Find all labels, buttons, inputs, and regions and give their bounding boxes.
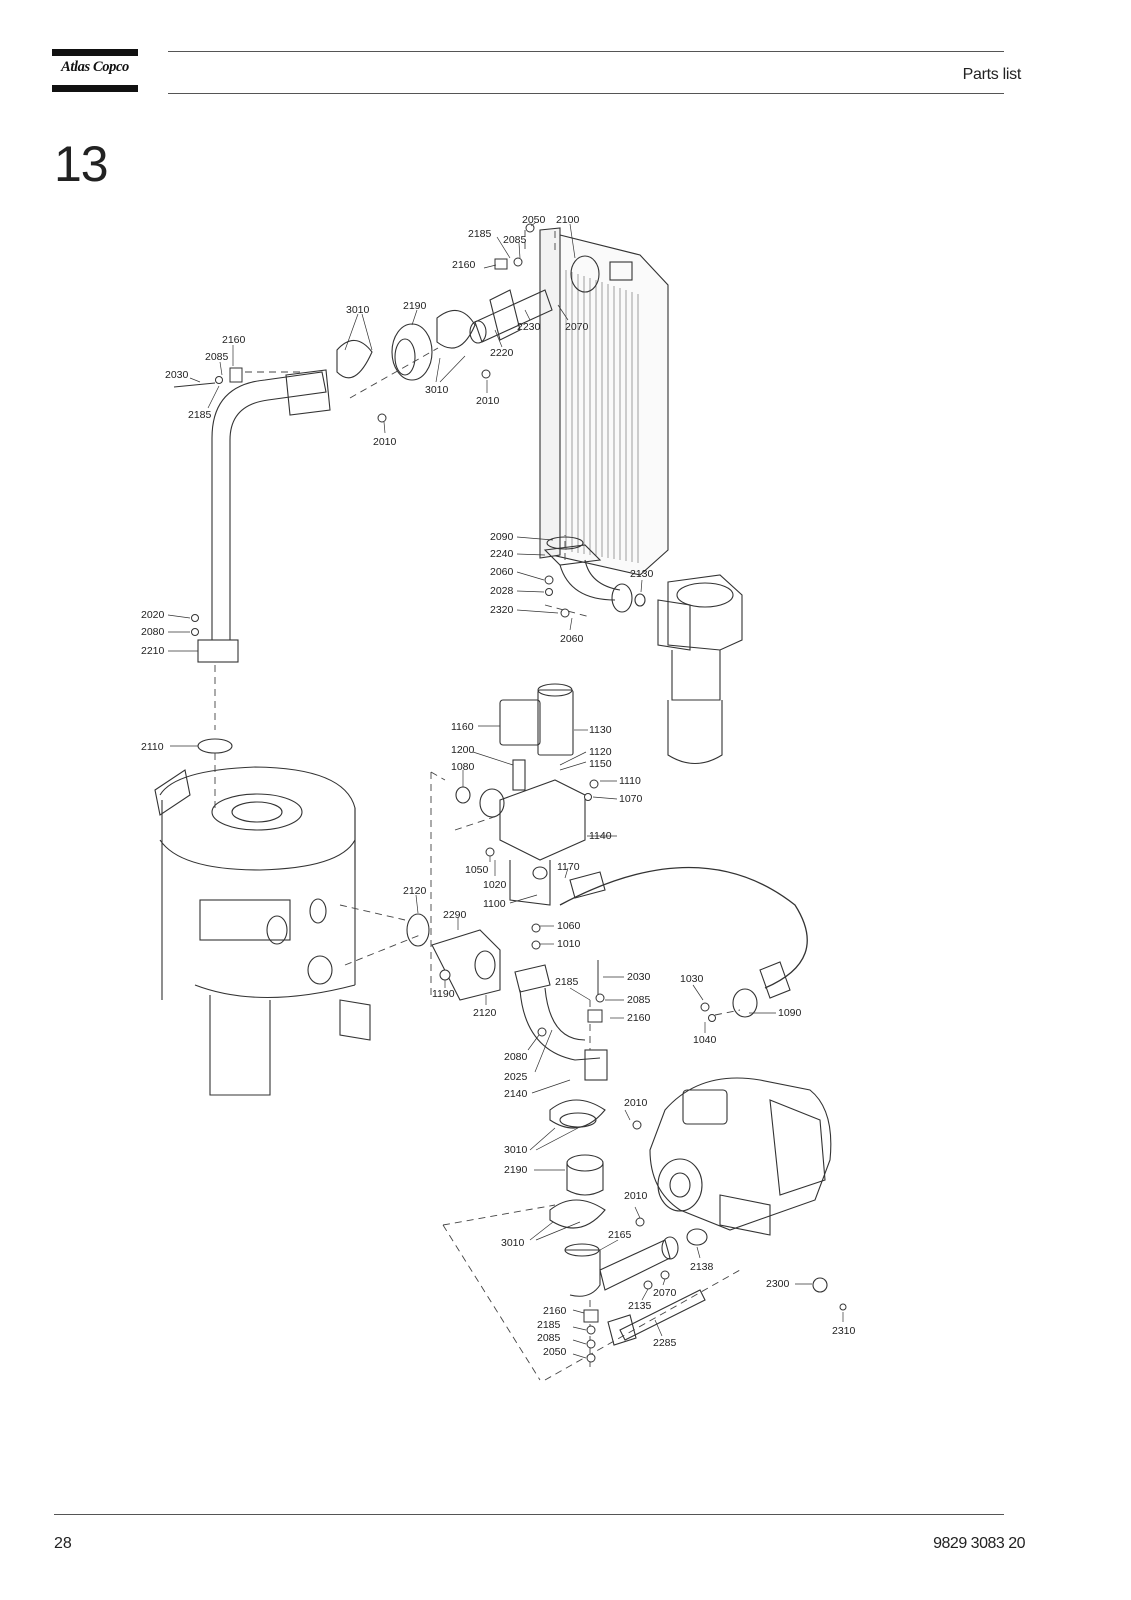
part-label: 2030 [627, 971, 651, 983]
part-label: 1160 [451, 721, 474, 733]
part-label: 2310 [832, 1325, 856, 1337]
part-label: 2025 [504, 1071, 528, 1083]
part-label: 2120 [403, 885, 427, 897]
part-label: 2185 [188, 409, 212, 421]
part-label: 2160 [222, 334, 246, 346]
part-label: 2050 [522, 214, 546, 226]
part-label: 2190 [504, 1164, 528, 1176]
part-label: 2300 [766, 1278, 790, 1290]
part-label: 2135 [628, 1300, 652, 1312]
part-label: 2100 [556, 214, 580, 226]
part-label: 1010 [557, 938, 581, 950]
part-label: 2160 [543, 1305, 567, 1317]
part-label: 2160 [627, 1012, 651, 1024]
part-label: 2185 [555, 976, 579, 988]
header-title: Parts list [962, 66, 1022, 83]
part-label: 1110 [619, 775, 641, 787]
part-label: 2285 [653, 1337, 677, 1349]
part-label: 2085 [503, 234, 527, 246]
part-label: 2210 [141, 645, 165, 657]
part-label: 1100 [483, 898, 506, 910]
part-label: 2085 [627, 994, 651, 1006]
part-label: 2230 [517, 321, 541, 333]
header-rule-bottom [168, 93, 1004, 94]
logo-top-bar [52, 49, 138, 56]
part-label: 1020 [483, 879, 507, 891]
part-label: 2010 [624, 1190, 648, 1202]
part-label: 2060 [560, 633, 584, 645]
part-label: 2140 [504, 1088, 528, 1100]
section-number: 13 [54, 136, 109, 192]
page-number: 28 [54, 1535, 72, 1552]
part-label: 1030 [680, 973, 704, 985]
part-label: 2160 [452, 259, 476, 271]
part-label: 2185 [468, 228, 492, 240]
document-number: 9829 3083 20 [933, 1535, 1025, 1552]
part-label: 2070 [653, 1287, 677, 1299]
part-label: 2050 [543, 1346, 567, 1358]
part-label: 3010 [501, 1237, 525, 1249]
part-label: 1140 [589, 830, 612, 842]
part-label: 2220 [490, 347, 514, 359]
part-label: 1090 [778, 1007, 802, 1019]
part-label: 3010 [504, 1144, 528, 1156]
part-label: 2028 [490, 585, 514, 597]
part-label: 2010 [476, 395, 500, 407]
atlas-copco-logo: Atlas Copco [52, 49, 138, 93]
part-label: 2190 [403, 300, 427, 312]
part-label: 2085 [537, 1332, 561, 1344]
part-label: 1070 [619, 793, 643, 805]
part-label: 2020 [141, 609, 165, 621]
part-label: 2120 [473, 1007, 497, 1019]
part-label: 2010 [624, 1097, 648, 1109]
part-label: 2080 [141, 626, 165, 638]
part-label: 2130 [630, 568, 654, 580]
part-label: 2290 [443, 909, 467, 921]
part-label: 3010 [425, 384, 449, 396]
part-label: 2320 [490, 604, 514, 616]
part-label: 1190 [432, 988, 455, 1000]
part-label: 1170 [557, 861, 580, 873]
footer-rule [54, 1514, 1004, 1515]
logo-bottom-bar [52, 85, 138, 92]
part-label: 2080 [504, 1051, 528, 1063]
logo-wordmark: Atlas Copco [61, 59, 129, 75]
part-label: 2240 [490, 548, 514, 560]
part-label: 1120 [589, 746, 612, 758]
part-label: 2110 [141, 741, 164, 753]
part-label: 1130 [589, 724, 612, 736]
header-rule-top [168, 51, 1004, 52]
part-label: 2138 [690, 1261, 714, 1273]
part-label: 2030 [165, 369, 189, 381]
part-label: 2010 [373, 436, 397, 448]
part-label: 1050 [465, 864, 489, 876]
part-label: 1060 [557, 920, 581, 932]
part-label: 2060 [490, 566, 514, 578]
part-label: 2090 [490, 531, 514, 543]
part-label: 3010 [346, 304, 370, 316]
part-label: 1080 [451, 761, 475, 773]
part-label: 1200 [451, 744, 475, 756]
part-label: 1150 [589, 758, 612, 770]
part-label: 1040 [693, 1034, 717, 1046]
part-label: 2085 [205, 351, 229, 363]
part-label: 2070 [565, 321, 589, 333]
part-label: 2165 [608, 1229, 632, 1241]
part-label: 2185 [537, 1319, 561, 1331]
